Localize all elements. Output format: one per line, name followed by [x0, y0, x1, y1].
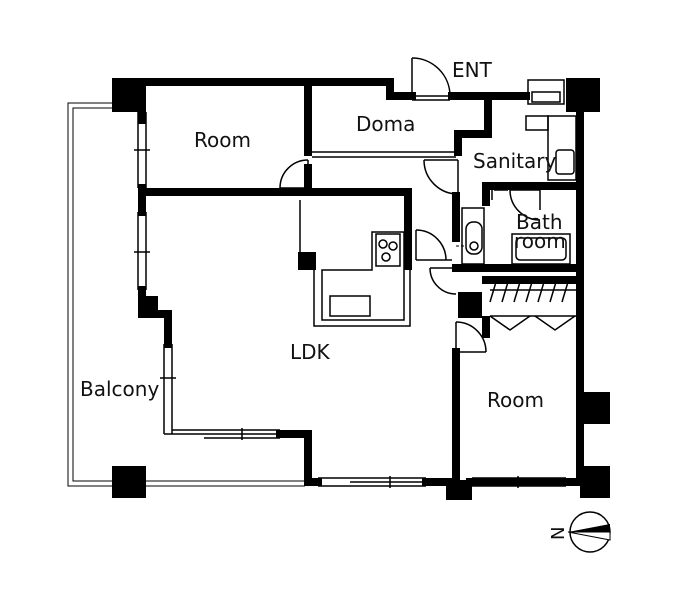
bathtub [511, 233, 571, 265]
wall-doma-right [454, 96, 492, 156]
wall-room-bottom [142, 188, 412, 270]
pillar-bottom-right [580, 466, 610, 498]
wardrobe [489, 281, 576, 331]
label-room-bottom: Room [487, 388, 544, 412]
door-closet-ldk [429, 267, 457, 295]
door-room-bottom [455, 321, 487, 353]
outer-wall-ldk-bottom [276, 430, 322, 486]
washbasin [525, 115, 577, 181]
pillar-right-mid [580, 392, 610, 424]
entrance-door [411, 57, 451, 101]
window-room-left [134, 112, 150, 188]
pillar-ldk-left [140, 296, 158, 316]
balcony-outline-inner [72, 107, 305, 482]
meter-box [527, 79, 565, 105]
door-room-top [279, 159, 309, 189]
pillar-bottom-left [112, 466, 146, 498]
pillar-ps [458, 292, 482, 318]
kitchen-counter [299, 200, 411, 327]
label-doma: Doma [356, 112, 415, 136]
compass-icon [567, 511, 611, 553]
label-bath-room: room [514, 229, 566, 253]
pillar-top-right [566, 78, 600, 112]
window-ldk-bottom [318, 476, 426, 488]
pillar-kitchen [298, 252, 316, 270]
window-ldk-corner [160, 344, 280, 440]
pillar-bottom-mid [446, 480, 472, 500]
pillar-top-left [112, 78, 146, 112]
door-sanitary [423, 159, 459, 195]
label-ent: ENT [452, 58, 493, 82]
label-ldk: LDK [290, 340, 331, 364]
door-bath [509, 189, 541, 221]
window-ldk-left [134, 212, 150, 290]
label-room-top: Room [194, 128, 251, 152]
outer-wall-top [126, 78, 416, 100]
compass-north-label: N [548, 527, 569, 540]
toilet [456, 207, 485, 265]
label-bath: Bath [516, 210, 563, 234]
label-sanitary: Sanitary [473, 149, 557, 173]
meter-box-inner [531, 91, 561, 103]
label-balcony: Balcony [80, 377, 159, 401]
window-room-bottom [472, 476, 566, 488]
balcony-outline [67, 102, 305, 487]
door-toilet [415, 229, 452, 261]
